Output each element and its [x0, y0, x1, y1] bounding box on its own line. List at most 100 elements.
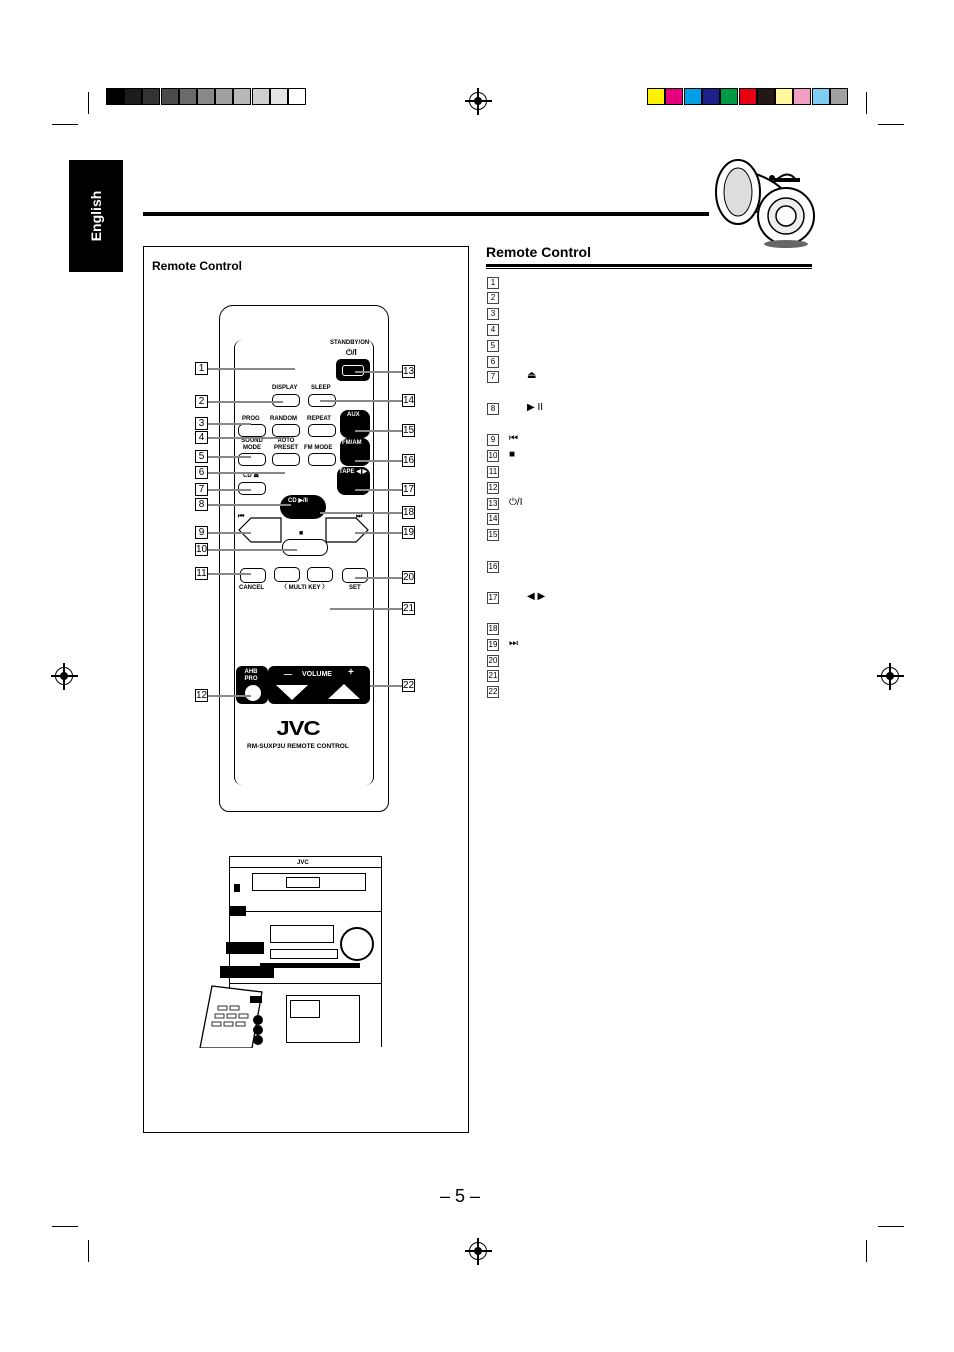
- list-item-number: 1: [487, 277, 499, 289]
- ahb-pro-panel: AHB PRO: [236, 666, 268, 704]
- display-button[interactable]: [272, 394, 300, 407]
- sleep-label: SLEEP: [311, 385, 331, 391]
- tape-window: [290, 1000, 320, 1018]
- standby-button[interactable]: [336, 359, 370, 381]
- leader-line-right: [355, 577, 402, 579]
- unit-controls: [270, 949, 338, 959]
- auto-preset-button[interactable]: [272, 453, 300, 466]
- cd-play-pause-button[interactable]: CD ▶/II: [280, 495, 326, 519]
- standby-label: STANDBY/ON: [330, 340, 370, 346]
- list-item-number: 21: [487, 670, 499, 682]
- list-item-number: 4: [487, 324, 499, 336]
- aux-button[interactable]: AUX: [340, 410, 370, 438]
- leader-line-left: [207, 368, 295, 370]
- crop-mark: [866, 1240, 867, 1262]
- gray-swatch: [160, 88, 179, 105]
- display-label: DISPLAY: [272, 385, 298, 391]
- callout-6: 6: [195, 466, 208, 479]
- auto-preset-label: AUTO PRESET: [273, 438, 298, 451]
- list-item-number: 15: [487, 529, 499, 541]
- volume-minus-label: —: [284, 670, 292, 679]
- leader-line-left: [207, 456, 251, 458]
- list-item-number: 7: [487, 371, 499, 383]
- callout-7: 7: [195, 483, 208, 496]
- callout-22: 22: [402, 679, 415, 692]
- callout-18: 18: [402, 506, 415, 519]
- unit-lower-line: [230, 983, 381, 984]
- color-swatch: [811, 88, 830, 105]
- leader-line-left: [207, 437, 285, 439]
- volume-down-button[interactable]: [274, 683, 310, 701]
- callout-13: 13: [402, 365, 415, 378]
- callout-19: 19: [402, 526, 415, 539]
- prev-label: ⏮: [238, 513, 245, 520]
- set-button[interactable]: [342, 568, 368, 583]
- section-rule: [486, 264, 812, 267]
- ahb-pro-button[interactable]: [245, 685, 261, 701]
- list-item-number: 11: [487, 466, 499, 478]
- cancel-label: CANCEL: [239, 585, 264, 591]
- gray-swatch: [178, 88, 197, 105]
- leader-line-right: [355, 371, 402, 373]
- set-label: SET: [349, 585, 361, 591]
- leader-line-left: [207, 549, 297, 551]
- callout-10: 10: [195, 543, 208, 556]
- leader-line-right: [355, 430, 402, 432]
- cd-play-label: CD ▶/II: [288, 498, 308, 504]
- list-item-number: 13: [487, 498, 499, 510]
- gray-swatch: [106, 88, 124, 105]
- leader-line-right: [330, 608, 402, 610]
- cd-eject-button[interactable]: [238, 482, 266, 495]
- color-swatch: [793, 88, 812, 105]
- registration-mark: [465, 1238, 492, 1265]
- unit-display: [270, 925, 334, 943]
- multi-key-right-button[interactable]: [307, 567, 333, 582]
- color-swatch: [720, 88, 739, 105]
- main-unit: JVC: [229, 856, 382, 1047]
- list-item-number: 9: [487, 434, 499, 446]
- sound-mode-button[interactable]: [238, 453, 266, 466]
- list-item-number: 16: [487, 561, 499, 573]
- callout-1: 1: [195, 362, 208, 375]
- multi-key-left-button[interactable]: [274, 567, 300, 582]
- prog-button[interactable]: [238, 424, 266, 437]
- next-button[interactable]: [324, 516, 370, 544]
- illustration-title: Remote Control: [152, 259, 242, 273]
- list-item-number: 18: [487, 623, 499, 635]
- tape-deck: [286, 995, 360, 1043]
- list-item-symbol: ⏏: [527, 370, 537, 381]
- fm-mode-button[interactable]: [308, 453, 336, 466]
- color-swatch: [830, 88, 848, 105]
- registration-mark: [51, 663, 78, 690]
- volume-up-button[interactable]: [326, 683, 362, 701]
- color-swatch: [665, 88, 684, 105]
- color-swatch: [775, 88, 794, 105]
- leader-line-left: [207, 504, 291, 506]
- list-item-number: 3: [487, 308, 499, 320]
- cd-slot: [286, 877, 320, 888]
- crop-mark: [52, 1226, 78, 1227]
- list-item-number: 19: [487, 639, 499, 651]
- stop-label: ■: [299, 530, 304, 537]
- registration-mark: [877, 663, 904, 690]
- cancel-button[interactable]: [240, 568, 266, 583]
- stop-button[interactable]: [282, 539, 328, 556]
- cd-eject-label: CD ⏏: [243, 473, 260, 479]
- color-swatch: [683, 88, 702, 105]
- repeat-button[interactable]: [308, 424, 336, 437]
- list-item-symbol: ◀ ▶: [527, 591, 546, 602]
- color-swatch: [701, 88, 720, 105]
- random-button[interactable]: [272, 424, 300, 437]
- leader-line-right: [355, 489, 402, 491]
- gray-swatch: [269, 88, 288, 105]
- list-item-number: 14: [487, 513, 499, 525]
- ahb-pro-label: AHB PRO: [244, 669, 258, 682]
- crop-mark: [878, 1226, 904, 1227]
- volume-plus-label: +: [348, 667, 354, 678]
- list-item-number: 20: [487, 655, 499, 667]
- prev-button[interactable]: [237, 516, 283, 544]
- gray-swatch: [233, 88, 252, 105]
- sound-mode-label: SOUND MODE: [241, 438, 263, 451]
- callout-3: 3: [195, 417, 208, 430]
- list-item-number: 10: [487, 450, 499, 462]
